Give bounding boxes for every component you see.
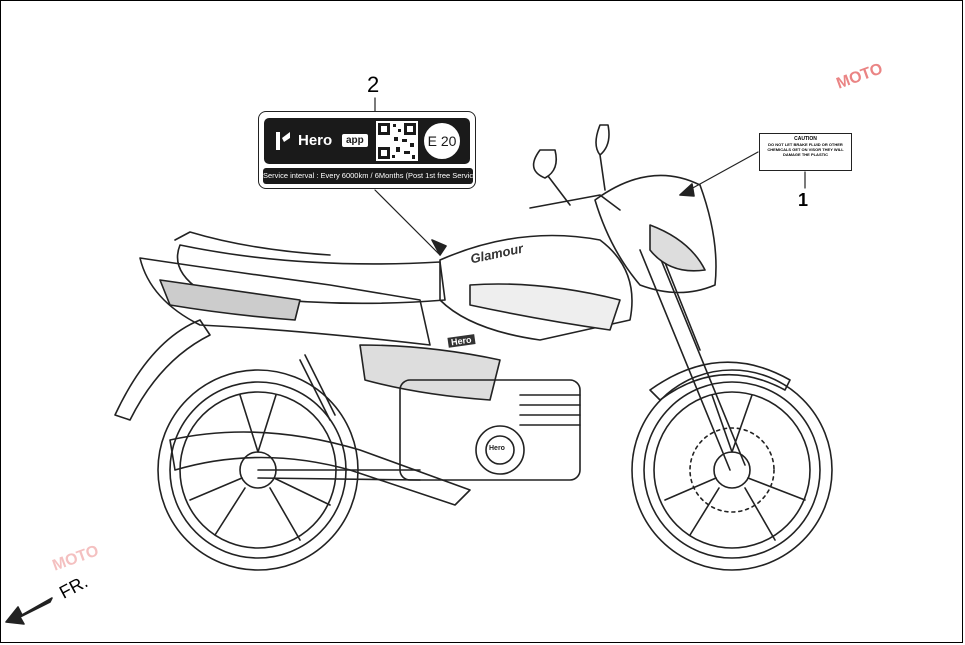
front-wheel bbox=[631, 369, 833, 571]
fr-arrow-icon bbox=[5, 597, 53, 625]
rear-shock bbox=[299, 354, 336, 421]
mirror-left bbox=[532, 149, 571, 206]
exhaust bbox=[169, 431, 471, 506]
service-interval-text: Service interval : Every 6000km / 6Month… bbox=[263, 168, 473, 184]
hero-logo-icon bbox=[276, 132, 290, 150]
qr-code-icon bbox=[376, 121, 418, 161]
callout-number-2: 2 bbox=[367, 72, 380, 97]
caution-title: CAUTION bbox=[794, 136, 817, 142]
callout-number-1: 1 bbox=[798, 190, 809, 210]
engine bbox=[399, 379, 581, 481]
app-badge: app bbox=[342, 134, 368, 147]
caution-label: CAUTION DO NOT LET BRAKE FLUID OR OTHER … bbox=[759, 133, 852, 171]
rear-mudguard bbox=[114, 319, 211, 421]
leader-line-2 bbox=[374, 97, 441, 256]
label-header: Hero app E 20 bbox=[264, 118, 470, 164]
headlight-fairing bbox=[594, 174, 717, 294]
front-forks bbox=[639, 244, 746, 471]
engine-hero-badge: Hero bbox=[489, 445, 505, 452]
rear-panel bbox=[139, 257, 431, 346]
mirror-right bbox=[595, 124, 610, 191]
hero-app-label: Hero app E 20 Service interval : Every 6… bbox=[258, 111, 476, 189]
caution-body: DO NOT LET BRAKE FLUID OR OTHER CHEMICAL… bbox=[767, 142, 844, 157]
e20-badge: E 20 bbox=[422, 121, 462, 161]
front-mudguard bbox=[649, 361, 791, 401]
hero-brand-text: Hero bbox=[298, 132, 333, 149]
fuel-tank bbox=[439, 234, 633, 341]
